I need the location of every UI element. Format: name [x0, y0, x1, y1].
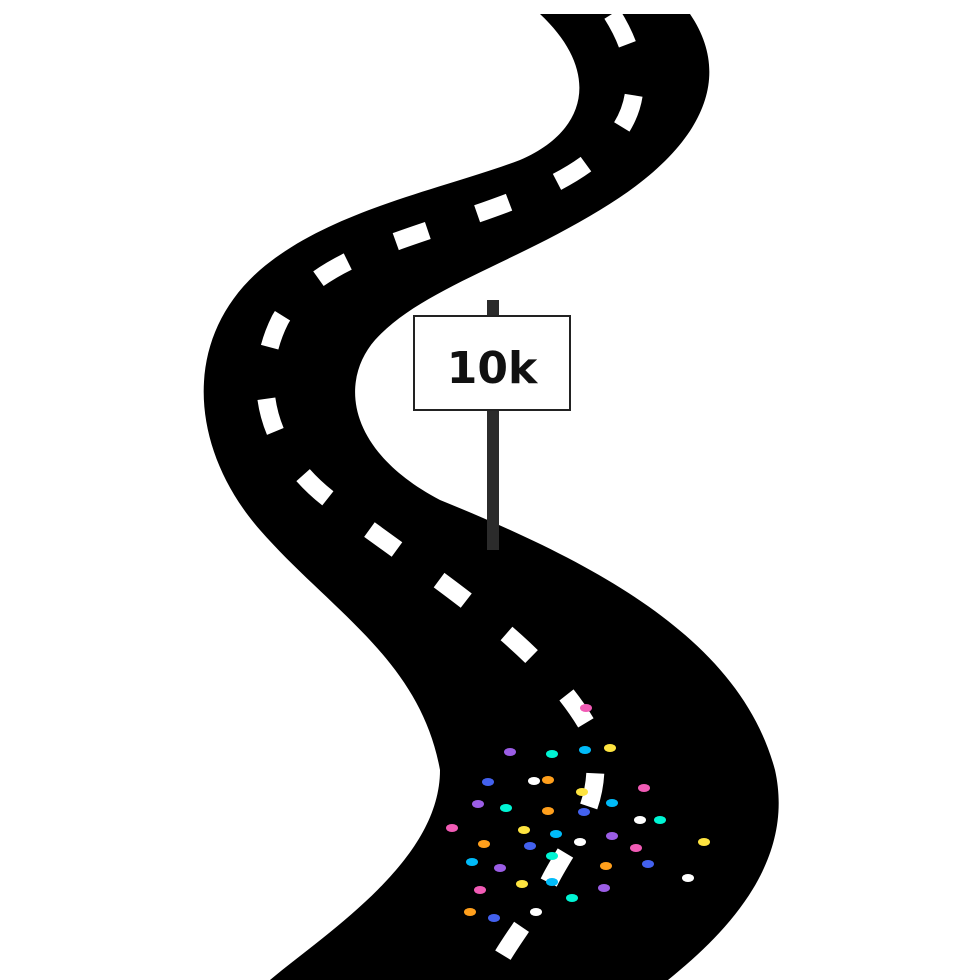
confetti-dot — [500, 804, 512, 812]
confetti-group — [446, 704, 710, 922]
confetti-dot — [478, 840, 490, 848]
confetti-dot — [446, 824, 458, 832]
confetti-dot — [516, 880, 528, 888]
confetti-dot — [524, 842, 536, 850]
confetti-dot — [528, 777, 540, 785]
confetti-dot — [518, 826, 530, 834]
confetti-dot — [682, 874, 694, 882]
confetti-dot — [546, 852, 558, 860]
confetti-dot — [546, 750, 558, 758]
confetti-dot — [642, 860, 654, 868]
confetti-dot — [574, 838, 586, 846]
confetti-dot — [466, 858, 478, 866]
confetti-dot — [474, 886, 486, 894]
confetti-dot — [578, 808, 590, 816]
confetti-dot — [606, 799, 618, 807]
confetti-dot — [546, 878, 558, 886]
confetti-dot — [630, 844, 642, 852]
confetti-dot — [472, 800, 484, 808]
confetti-dot — [604, 744, 616, 752]
confetti-dot — [634, 816, 646, 824]
confetti-dot — [542, 807, 554, 815]
confetti-dot — [600, 862, 612, 870]
confetti-dot — [488, 914, 500, 922]
confetti-dot — [580, 704, 592, 712]
confetti-dot — [542, 776, 554, 784]
confetti-dot — [494, 864, 506, 872]
confetti-dot — [698, 838, 710, 846]
confetti-dot — [654, 816, 666, 824]
confetti-dot — [566, 894, 578, 902]
confetti-dot — [504, 748, 516, 756]
confetti-dot — [550, 830, 562, 838]
lane-markings — [256, 9, 644, 980]
confetti-dot — [576, 788, 588, 796]
confetti-dot — [579, 746, 591, 754]
confetti-dot — [482, 778, 494, 786]
sign-board — [413, 315, 571, 411]
winding-road — [203, 14, 779, 980]
confetti-dot — [598, 884, 610, 892]
confetti-dot — [606, 832, 618, 840]
confetti-dot — [530, 908, 542, 916]
confetti-dot — [464, 908, 476, 916]
confetti-dot — [638, 784, 650, 792]
sign-label: 10k — [447, 343, 539, 394]
